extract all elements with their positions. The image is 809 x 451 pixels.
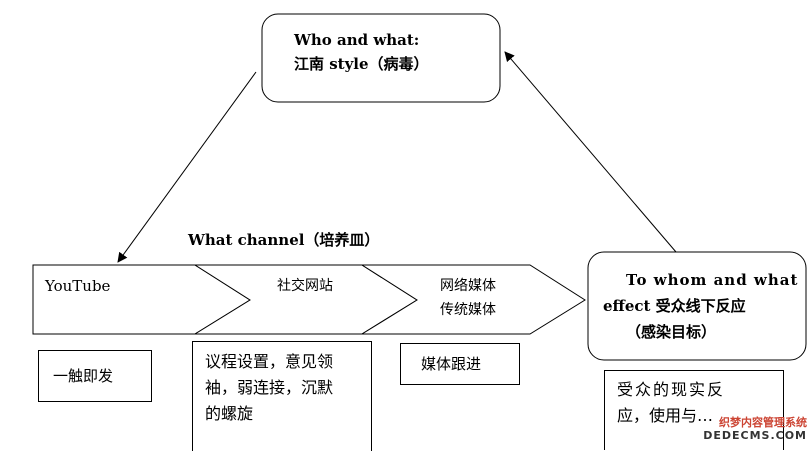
- note-box-agenda: 议程设置，意见领 袖，弱连接，沉默 的螺旋: [192, 341, 372, 451]
- top-node-line2: 江南 style（病毒）: [294, 55, 429, 73]
- note-audience-line2: 应，使用与…: [617, 406, 714, 425]
- note-agenda-line2: 袖，弱连接，沉默: [205, 378, 334, 397]
- watermark-line1: 织梦内容管理系统: [719, 416, 807, 429]
- top-node-box: [261, 13, 501, 103]
- stage-traditional-media-label: 传统媒体: [440, 302, 496, 318]
- arrow-effect-to-top: [504, 51, 677, 253]
- stage-online-media-label: 网络媒体: [440, 278, 496, 294]
- effect-node-line1: To whom and what: [626, 271, 799, 289]
- top-node-line1: Who and what:: [294, 31, 420, 49]
- watermark: 织梦内容管理系统 DEDECMS.COM: [703, 416, 807, 442]
- note-agenda-line1: 议程设置，意见领: [205, 352, 334, 371]
- stage-media-shape: [360, 264, 586, 335]
- effect-node-line2: effect 受众线下反应: [603, 297, 746, 315]
- arrow-top-to-youtube: [117, 71, 257, 263]
- note-media-follow-text: 媒体跟进: [421, 355, 482, 373]
- note-agenda-line3: 的螺旋: [205, 404, 254, 423]
- effect-node-box: [587, 251, 807, 361]
- effect-node-line3: （感染目标）: [626, 323, 717, 341]
- note-trigger-text: 一触即发: [53, 367, 114, 385]
- note-box-media-follow: 媒体跟进: [400, 343, 520, 385]
- stage-social-label: 社交网站: [277, 278, 333, 294]
- watermark-line2: DEDECMS.COM: [703, 429, 807, 442]
- note-box-audience: 受众的现实反 应，使用与…: [604, 370, 784, 450]
- stage-youtube-label: YouTube: [45, 277, 111, 295]
- note-audience-line1: 受众的现实反: [617, 380, 726, 399]
- note-box-trigger: 一触即发: [38, 350, 152, 402]
- channel-label: What channel（培养皿）: [188, 231, 380, 249]
